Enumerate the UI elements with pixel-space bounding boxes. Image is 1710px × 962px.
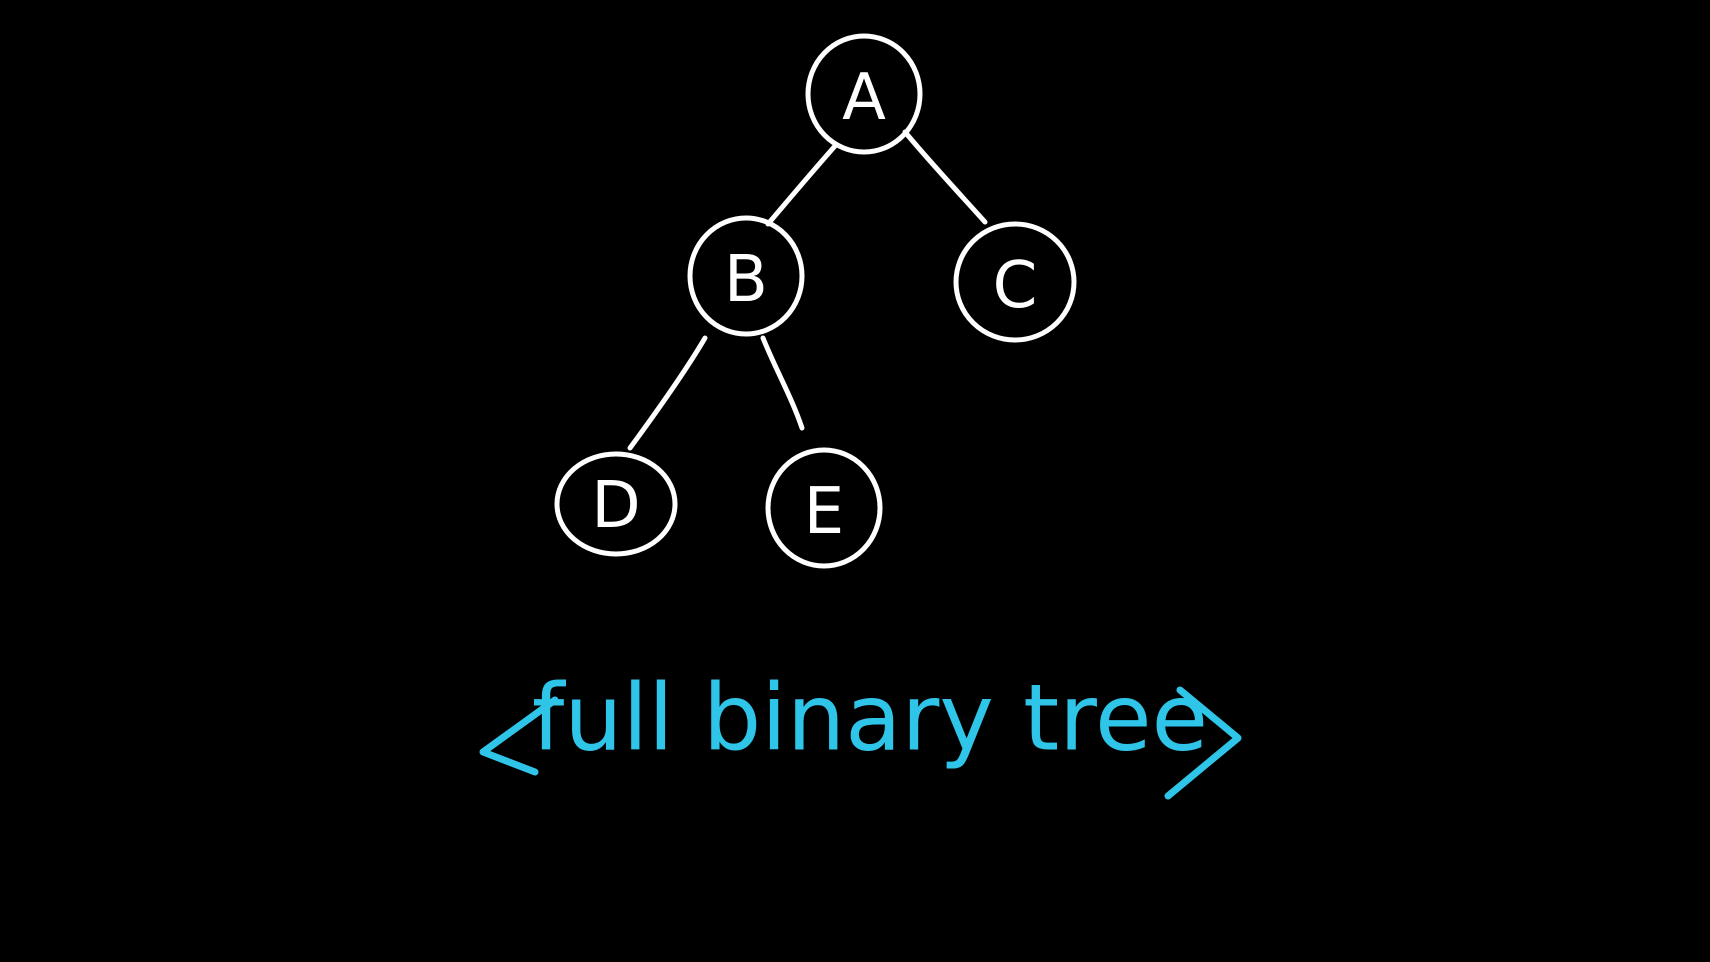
caption-text: full binary tree (532, 665, 1208, 772)
tree-node-b: B (687, 215, 805, 337)
node-e-label: E (804, 475, 844, 549)
node-d-label: D (591, 469, 640, 543)
tree-node-a: A (805, 33, 923, 155)
tree-node-c: C (953, 221, 1077, 343)
edge-b-d (627, 335, 708, 451)
node-e-circle (765, 447, 883, 569)
right-angle-bracket (1164, 686, 1242, 800)
tree-edges (627, 129, 988, 451)
edge-a-b (765, 143, 838, 227)
caption: full binary tree (479, 665, 1242, 800)
left-angle-bracket (479, 696, 559, 776)
edge-a-c (902, 129, 988, 225)
tree-node-e: E (765, 447, 883, 569)
node-a-circle (805, 33, 923, 155)
tree-node-d: D (554, 451, 678, 557)
node-b-circle (687, 215, 805, 337)
node-c-circle (953, 221, 1077, 343)
node-b-label: B (724, 243, 768, 317)
node-d-circle (554, 451, 678, 557)
node-c-label: C (993, 249, 1038, 323)
edge-b-e (760, 335, 805, 431)
node-a-label: A (842, 61, 886, 135)
